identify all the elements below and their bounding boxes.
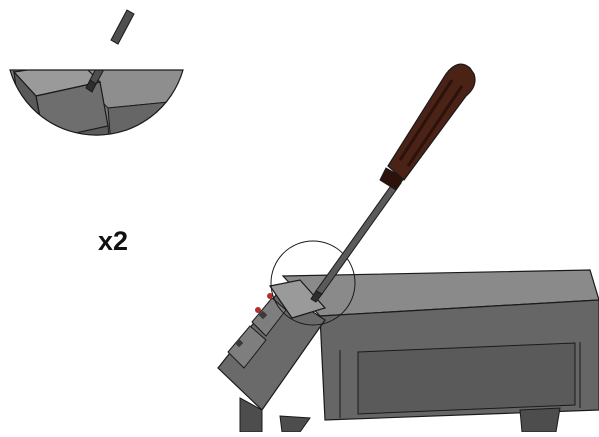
control-panel (227, 293, 287, 369)
count-label: x2 (98, 226, 129, 256)
callout-circle (270, 240, 356, 326)
screwdriver-icon (310, 63, 476, 303)
zoom-detail (9, 9, 184, 136)
device-housing (217, 269, 599, 433)
